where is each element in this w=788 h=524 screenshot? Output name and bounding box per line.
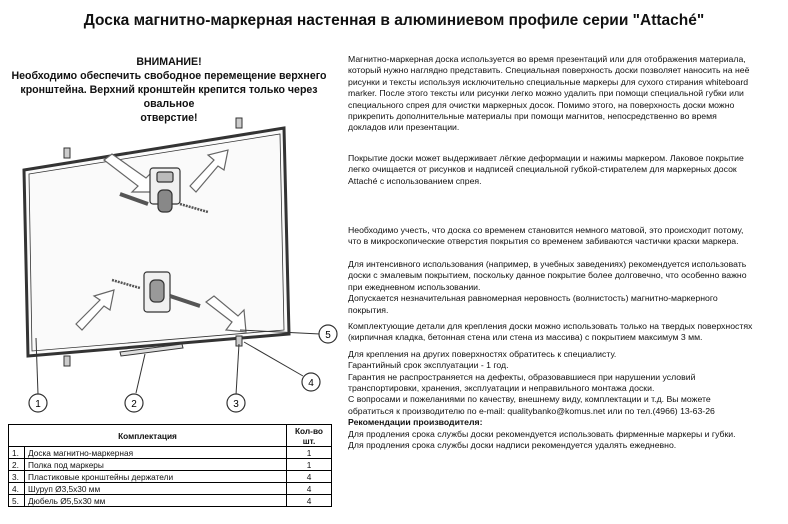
table-header-row: Комплектация Кол-во шт. bbox=[8, 424, 332, 447]
paragraph-4-line: Для интенсивного использования (например… bbox=[348, 258, 747, 269]
warning-line-2: кронштейна. Верхний кронштейн крепится т… bbox=[20, 84, 318, 110]
paragraph-1: Магнитно-маркерная доска используется во… bbox=[348, 54, 780, 134]
row-quantity: 1 bbox=[286, 458, 332, 471]
page-title: Доска магнитно-маркерная настенная в алю… bbox=[83, 12, 705, 29]
paragraph-3-line: что в микроскопические отверстия покрыти… bbox=[348, 236, 739, 247]
row-number: 5. bbox=[8, 494, 25, 507]
recommendation-line: Для продления срока службы доски рекомен… bbox=[348, 428, 736, 439]
paragraph-6-line: Для крепления на других поверхностях обр… bbox=[348, 348, 617, 359]
row-number: 1. bbox=[8, 446, 25, 459]
paragraph-1-line: специального спрея для очистки маркерных… bbox=[348, 99, 735, 110]
contents-table: Комплектация Кол-во шт. 1. Доска магнитн… bbox=[8, 424, 332, 507]
paragraph-2-line: Attaché с использованием спрея. bbox=[348, 175, 482, 186]
paragraph-1-line: который нужно наглядно представить. Спец… bbox=[348, 65, 750, 76]
row-quantity: 4 bbox=[286, 482, 332, 495]
table-row: 5. Дюбель Ø5,5x30 мм 4 bbox=[8, 494, 332, 507]
leader-lines bbox=[35, 329, 321, 396]
recommendation-line: Для продления срока службы доски надписи… bbox=[348, 439, 677, 450]
row-quantity: 4 bbox=[286, 494, 332, 507]
recommendations: Рекомендации производителя: Для продлени… bbox=[348, 417, 780, 451]
callout-5: 5 bbox=[318, 324, 338, 344]
bottom-bracket-illustration bbox=[111, 271, 201, 313]
row-item-name: Шуруп Ø3,5x30 мм bbox=[24, 482, 287, 495]
paragraph-1-line: marker. После этого тексты или рисунки л… bbox=[348, 88, 744, 99]
paragraph-2-line: Покрытие доски может выдерживает лёгкие … bbox=[348, 152, 744, 163]
row-item-name: Полка под маркеры bbox=[24, 458, 287, 471]
corner-clips bbox=[63, 117, 243, 367]
paragraph-6-line: Гарантийный срок эксплуатации - 1 год. bbox=[348, 360, 509, 371]
warning-block: ВНИМАНИЕ! Необходимо обеспечить свободно… bbox=[8, 55, 330, 125]
header-contents: Комплектация bbox=[8, 424, 287, 447]
paragraph-6-line: С вопросами и пожеланиями по качеству, в… bbox=[348, 394, 711, 405]
row-number: 2. bbox=[8, 458, 25, 471]
row-item-name: Пластиковые кронштейны держатели bbox=[24, 470, 287, 483]
callout-3: 3 bbox=[226, 393, 246, 413]
callout-4: 4 bbox=[301, 372, 321, 392]
paragraph-4-line: покрытия. bbox=[348, 304, 389, 315]
table-row: 3. Пластиковые кронштейны держатели 4 bbox=[8, 470, 332, 483]
row-item-name: Дюбель Ø5,5x30 мм bbox=[24, 494, 287, 507]
description-text: Магнитно-маркерная доска используется во… bbox=[348, 54, 780, 451]
callout-1: 1 bbox=[28, 393, 48, 413]
callout-2-label: 2 bbox=[131, 399, 137, 410]
paragraph-1-line: прикрепить дополнительные материалы при … bbox=[348, 111, 717, 122]
paragraph-6-line: Гарантия не распространяется на дефекты,… bbox=[348, 371, 696, 382]
recommendations-heading: Рекомендации производителя: bbox=[348, 417, 483, 428]
row-number: 4. bbox=[8, 482, 25, 495]
row-quantity: 1 bbox=[286, 446, 332, 459]
paragraph-4: Для интенсивного использования (например… bbox=[348, 259, 780, 316]
paragraph-3: Необходимо учесть, что доска со временем… bbox=[348, 225, 780, 248]
mounting-diagram: 1 2 3 4 5 bbox=[22, 117, 338, 413]
paragraph-5: Комплектующие детали для крепления доски… bbox=[348, 321, 780, 344]
top-bracket-illustration bbox=[119, 167, 209, 214]
paragraph-2-line: легко очищается от рисунков и надписей с… bbox=[348, 164, 737, 175]
direction-arrows bbox=[75, 149, 247, 333]
paragraph-1-line: Магнитно-маркерная доска используется во… bbox=[348, 54, 746, 64]
row-item-name: Доска магнитно-маркерная bbox=[24, 446, 287, 459]
row-quantity: 4 bbox=[286, 470, 332, 483]
warning-line-1: Необходимо обеспечить свободное перемеще… bbox=[11, 70, 327, 82]
paragraph-5-line: (кирпичная кладка, бетонная стена или ст… bbox=[348, 332, 703, 343]
callout-5-label: 5 bbox=[325, 330, 331, 341]
callout-1-label: 1 bbox=[35, 399, 41, 410]
callout-4-label: 4 bbox=[308, 378, 314, 389]
table-row: 2. Полка под маркеры 1 bbox=[8, 458, 332, 471]
paragraph-6-line: транспортировки, хранения, эксплуатации … bbox=[348, 382, 655, 393]
warning-heading: ВНИМАНИЕ! bbox=[136, 56, 202, 68]
marker-shelf-illustration bbox=[119, 343, 184, 357]
row-number: 3. bbox=[8, 470, 25, 483]
paragraph-3-line: Необходимо учесть, что доска со временем… bbox=[348, 225, 744, 236]
paragraph-5-line: Комплектующие детали для крепления доски… bbox=[348, 320, 753, 331]
header-quantity: Кол-во шт. bbox=[286, 424, 332, 447]
paragraph-6: Для крепления на других поверхностях обр… bbox=[348, 349, 780, 417]
paragraph-1-line: рисунки и тексты используя исключительно… bbox=[348, 76, 749, 87]
warning-line-3: отверстие! bbox=[140, 112, 198, 124]
callout-2: 2 bbox=[124, 393, 144, 413]
paragraph-4-line: Допускается незначительная равномерная н… bbox=[348, 293, 718, 304]
paragraph-2: Покрытие доски может выдерживает лёгкие … bbox=[348, 153, 780, 187]
paragraph-4-line: при ежедневном использовании. bbox=[348, 281, 481, 292]
paragraph-1-line: докладов или презентации. bbox=[348, 122, 460, 133]
table-row: 1. Доска магнитно-маркерная 1 bbox=[8, 446, 332, 459]
table-row: 4. Шуруп Ø3,5x30 мм 4 bbox=[8, 482, 332, 495]
paragraph-4-line: доски с эмалевым покрытием, поскольку да… bbox=[348, 270, 747, 281]
paragraph-6-line: обратиться к производителю по e-mail: qu… bbox=[348, 405, 715, 416]
callout-3-label: 3 bbox=[233, 399, 239, 410]
whiteboard-illustration bbox=[22, 126, 291, 358]
